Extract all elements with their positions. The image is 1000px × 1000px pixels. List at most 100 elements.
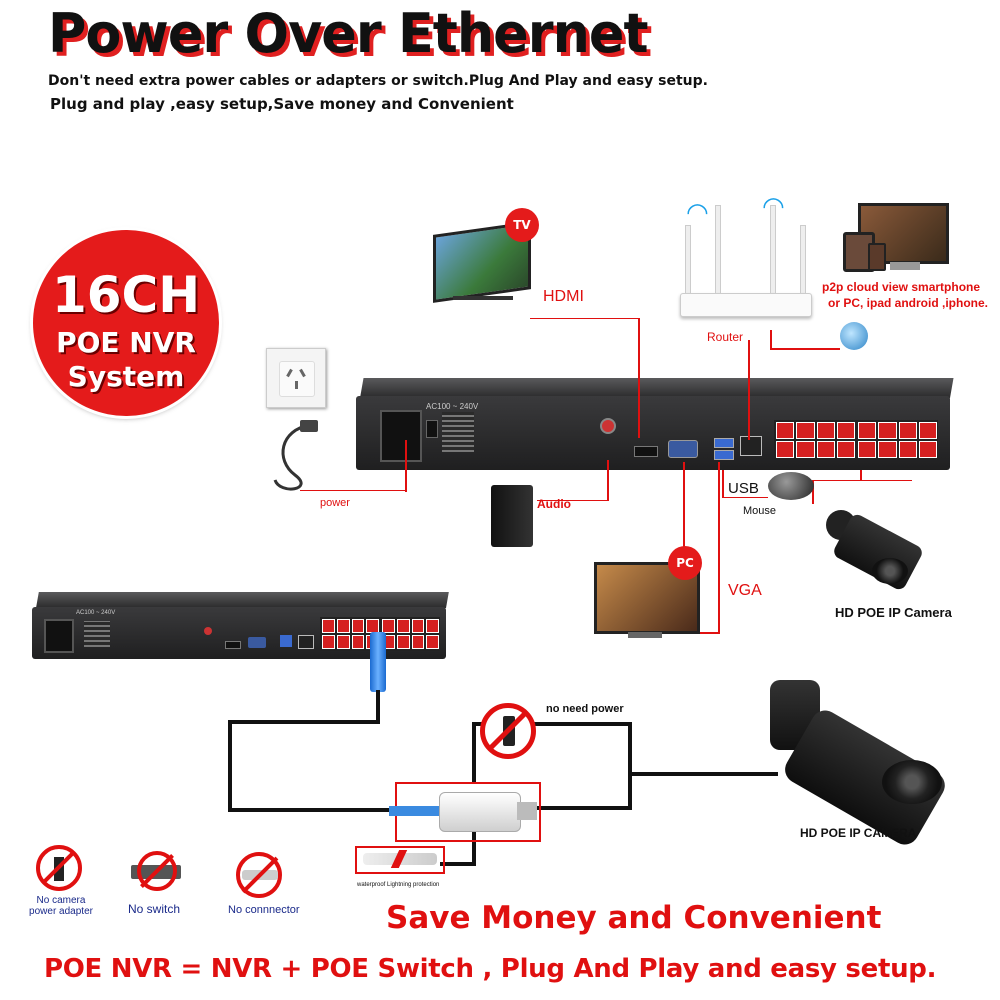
poe-port	[322, 619, 335, 633]
cloud-text-line2: or PC, ipad android ,iphone.	[828, 296, 989, 310]
poe-port	[796, 422, 815, 439]
pc-stand	[628, 632, 662, 638]
camera2-label: HD POE IP CAMERA	[800, 826, 917, 840]
hdmi-label: HDMI	[543, 288, 584, 305]
poe-port	[776, 441, 795, 458]
poe-port	[858, 441, 877, 458]
power-inlet-icon	[44, 619, 74, 653]
badge-line2: POE NVR	[56, 326, 196, 359]
waterproof-connector-icon	[355, 846, 445, 874]
nvr-badge: 16CH POE NVR System	[33, 230, 219, 416]
waterproof-label: waterproof Lightning protection	[357, 882, 440, 888]
wall-socket-icon	[266, 348, 326, 408]
no-connector-label: No connnector	[228, 904, 300, 916]
poe-port	[836, 422, 855, 439]
poe-port	[396, 619, 410, 633]
usb-label: USB	[728, 480, 759, 497]
nvr-main: AC100 ~ 240V	[356, 396, 950, 470]
no-power-label: no need power	[546, 703, 624, 715]
speaker-icon	[491, 485, 533, 547]
poe-port	[322, 635, 335, 649]
poe-ports	[774, 420, 938, 460]
poe-port	[411, 619, 425, 633]
poe-port	[396, 635, 410, 649]
no-connector-icon	[234, 852, 286, 898]
poe-port	[776, 422, 795, 439]
router-icon	[675, 205, 815, 320]
pc-monitor-icon	[594, 562, 700, 634]
vent-icon	[442, 412, 474, 452]
poe-port	[366, 619, 379, 633]
hdmi-port-icon	[225, 641, 241, 649]
page-title: Power Over Ethernet	[48, 2, 648, 65]
hdmi-port-icon	[634, 446, 658, 457]
no-switch-label: No switch	[128, 902, 181, 916]
wifi-icon: ◠	[686, 198, 709, 228]
poe-port	[351, 619, 365, 633]
poe-port	[816, 441, 835, 458]
badge-line1: 16CH	[51, 266, 201, 324]
usb-port-icon	[714, 438, 734, 448]
poe-port	[796, 441, 815, 458]
poe-port	[336, 619, 350, 633]
wifi-icon: ◠	[762, 192, 785, 222]
nvr-top	[360, 378, 954, 398]
nvr2-top	[36, 592, 449, 608]
poe-ports	[320, 617, 440, 651]
monitor-stand	[890, 262, 920, 270]
poe-port	[898, 441, 917, 458]
footer-line1: Save Money and Convenient	[386, 900, 882, 936]
usb-port-icon	[714, 450, 734, 460]
poe-port	[411, 635, 425, 649]
nvr2-voltage-text: AC100 ~ 240V	[76, 610, 116, 616]
no-adapter-label: No camera power adapter	[29, 895, 93, 917]
cloud-text-line1: p2p cloud view smartphone	[822, 280, 981, 294]
vga-port-icon	[668, 440, 698, 458]
poe-port	[898, 422, 917, 439]
vga-label: VGA	[728, 582, 762, 599]
usb-port-icon	[280, 635, 292, 647]
mouse-label: Mouse	[743, 505, 777, 517]
phone-icon	[868, 243, 886, 271]
no-adapter-icon	[36, 845, 82, 891]
pc-tag: PC	[668, 546, 702, 580]
camera-label: HD POE IP Camera	[835, 605, 952, 620]
router-label: Router	[707, 330, 744, 344]
poe-port	[426, 635, 439, 649]
footer-line2: POE NVR = NVR + POE Switch , Plug And Pl…	[44, 954, 937, 984]
nvr-voltage-text: AC100 ~ 240V	[426, 402, 479, 411]
subtitle-line1: Don't need extra power cables or adapter…	[48, 73, 708, 89]
poe-port	[336, 635, 350, 649]
subtitle-line2: Plug and play ,easy setup,Save money and…	[50, 95, 514, 113]
tv-tag: TV	[505, 208, 539, 242]
poe-port	[878, 441, 897, 458]
poe-port	[858, 422, 877, 439]
poe-port	[351, 635, 365, 649]
audio-label: Audio	[537, 497, 571, 511]
camera2-icon	[770, 680, 950, 850]
poe-port	[918, 422, 937, 439]
power-inlet-icon	[380, 410, 422, 462]
audio-port-icon	[600, 418, 616, 434]
poe-port	[426, 619, 439, 633]
poe-port	[918, 441, 937, 458]
badge-line3: System	[67, 360, 185, 393]
ethernet-plug-icon	[370, 632, 386, 692]
vent-icon	[84, 621, 110, 647]
globe-icon	[840, 322, 868, 350]
lan-port-icon	[298, 635, 314, 649]
no-switch-icon	[131, 851, 181, 895]
poe-port	[816, 422, 835, 439]
camera-icon	[818, 510, 925, 592]
mouse-icon	[768, 472, 814, 500]
audio-port-icon	[204, 627, 212, 635]
power-label: power	[320, 497, 350, 509]
no-power-icon	[480, 703, 536, 759]
tv-icon	[433, 221, 531, 304]
power-cable-icon	[273, 420, 318, 491]
poe-port	[382, 619, 395, 633]
connector-box	[389, 782, 541, 842]
lan-port-icon	[740, 436, 762, 456]
vga-port-icon	[248, 637, 266, 648]
